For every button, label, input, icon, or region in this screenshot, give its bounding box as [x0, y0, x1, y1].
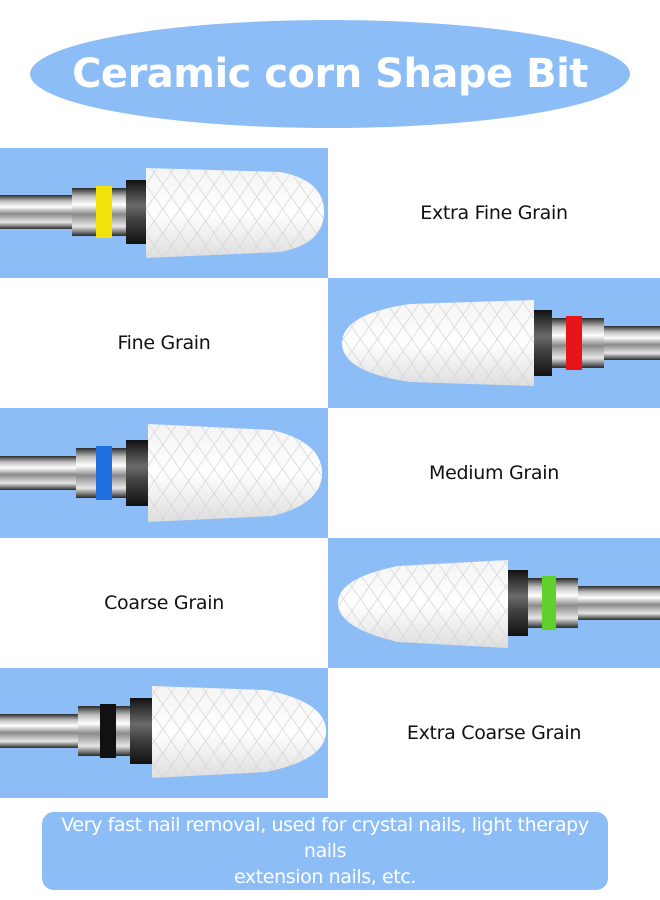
- grain-band: [566, 316, 582, 370]
- usage-line-1: Very fast nail removal, used for crystal…: [61, 814, 589, 862]
- grain-row-medium: Medium Grain: [0, 408, 660, 538]
- yellow-band-bit-icon: [0, 168, 324, 258]
- grain-label: Coarse Grain: [104, 592, 224, 614]
- bit-image-cell: [328, 538, 660, 668]
- grain-label-cell: Coarse Grain: [0, 538, 328, 668]
- grain-label-cell: Fine Grain: [0, 278, 328, 408]
- usage-banner: Very fast nail removal, used for crystal…: [42, 812, 608, 890]
- red-band-bit-icon: [342, 300, 660, 386]
- bit-image-cell: [0, 668, 328, 798]
- bit-image-cell: [0, 408, 328, 538]
- grain-label: Medium Grain: [429, 462, 559, 484]
- title-banner: Ceramic corn Shape Bit: [30, 20, 630, 128]
- blue-band-bit-icon: [0, 424, 322, 522]
- bit-image-cell: [0, 148, 328, 278]
- grain-label-cell: Medium Grain: [328, 408, 660, 538]
- grain-row-coarse: Coarse Grain: [0, 538, 660, 668]
- grain-label-cell: Extra Coarse Grain: [328, 668, 660, 798]
- bit-image-cell: [328, 278, 660, 408]
- grain-label: Fine Grain: [117, 332, 211, 354]
- grain-label: Extra Fine Grain: [420, 202, 568, 224]
- grain-grid: Extra Fine Grain Fine Grain: [0, 148, 660, 800]
- page-title: Ceramic corn Shape Bit: [72, 51, 588, 97]
- grain-row-extra-fine: Extra Fine Grain: [0, 148, 660, 278]
- green-band-bit-icon: [338, 560, 660, 648]
- grain-label-cell: Extra Fine Grain: [328, 148, 660, 278]
- grain-band: [96, 446, 112, 500]
- grain-band: [96, 186, 112, 238]
- grain-row-extra-coarse: Extra Coarse Grain: [0, 668, 660, 798]
- grain-band: [542, 576, 556, 630]
- grain-band: [100, 704, 116, 758]
- grain-row-fine: Fine Grain: [0, 278, 660, 408]
- black-band-bit-icon: [0, 686, 326, 778]
- usage-line-2: extension nails, etc.: [233, 866, 417, 888]
- grain-label: Extra Coarse Grain: [406, 722, 582, 744]
